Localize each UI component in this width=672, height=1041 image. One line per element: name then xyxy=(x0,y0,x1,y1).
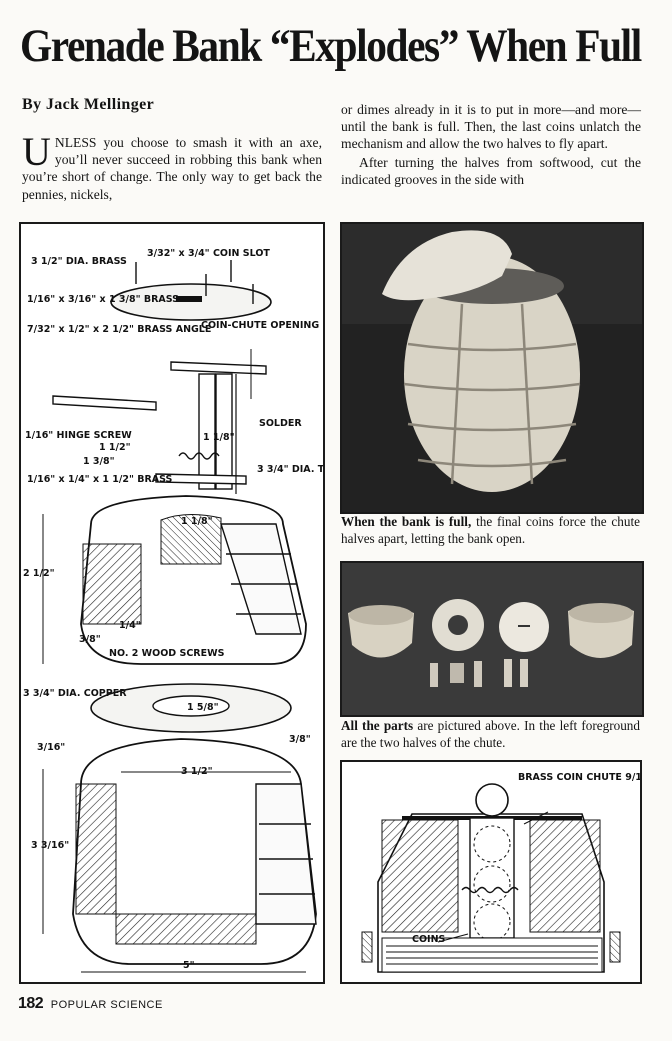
exploded-diagram: 3 1/2" DIA. BRASS 3/32" x 3/4" COIN SLOT… xyxy=(19,222,375,984)
caption2-lead: All the parts xyxy=(341,718,414,733)
label-wood-screws: NO. 2 WOOD SCREWS xyxy=(109,648,225,659)
label-dim-3-8-b: 3/8" xyxy=(289,734,311,745)
caption1-lead: When the bank is full, xyxy=(341,514,472,529)
label-dim-2-1-2: 2 1/2" xyxy=(23,568,55,579)
paragraph-instructions: After turning the halves from softwood, … xyxy=(341,154,641,187)
label-brass-coin-chute: BRASS COIN CHUTE 9/16" x 2 1/2" xyxy=(518,772,640,783)
photo-all-parts-image xyxy=(342,563,642,715)
label-dim-1-5-8: 1 5/8" xyxy=(187,702,219,713)
label-coin-slot: 3/32" x 3/4" COIN SLOT xyxy=(147,248,270,259)
page-number: 182 xyxy=(18,995,44,1012)
paragraph-intro: NLESS you choose to smash it with an axe… xyxy=(22,135,322,202)
photo-bank-full xyxy=(340,222,644,514)
label-dim-1-3-8: 1 3/8" xyxy=(83,456,115,467)
article-title: Grenade Bank “Explodes” When Full xyxy=(20,20,642,72)
label-brass-dia: 3 1/2" DIA. BRASS xyxy=(31,256,127,267)
label-solder: SOLDER xyxy=(259,418,302,429)
label-dim-5: 5" xyxy=(183,960,195,971)
label-dim-spring: 1 1/8" xyxy=(203,432,235,443)
caption2-text: are pictured above. In the left foregrou… xyxy=(341,718,640,750)
magazine-name: POPULAR SCIENCE xyxy=(50,999,163,1011)
label-dim-3-16: 3/16" xyxy=(37,742,65,753)
exploded-diagram-drawing: 3 1/2" DIA. BRASS 3/32" x 3/4" COIN SLOT… xyxy=(23,248,375,973)
label-dim-1-4: 1/4" xyxy=(119,620,141,631)
photo-all-parts xyxy=(340,561,644,717)
coin-chute xyxy=(198,373,216,490)
paragraph-intro-continued: or dimes already in it is to put in more… xyxy=(341,102,641,152)
label-dim-1-1-8: 1 1/8" xyxy=(181,516,213,527)
coin-slot xyxy=(176,296,202,302)
caption1-text: the final coins force the chute halves a… xyxy=(341,514,640,546)
text-column-right: or dimes already in it is to put in more… xyxy=(341,101,641,188)
label-dim-3-1-2: 3 1/2" xyxy=(181,766,213,777)
spring xyxy=(178,452,220,460)
label-dim-3-8: 3/8" xyxy=(79,634,101,645)
label-coins: COINS xyxy=(412,934,446,945)
label-copper-dia: 3 3/4" DIA. COPPER xyxy=(23,688,127,699)
drop-cap: U xyxy=(22,129,51,174)
label-brass-strip: 1/16" x 3/16" x 1 3/8" BRASS xyxy=(27,294,179,305)
coin-chute-section xyxy=(469,817,515,939)
label-coin-chute-opening: COIN-CHUTE OPENING 3/32" x 1" xyxy=(201,320,323,331)
caption-photo-bank-full: When the bank is full, the final coins f… xyxy=(341,514,640,547)
coin-top xyxy=(475,783,509,817)
photo-bank-full-image xyxy=(342,224,642,512)
label-hinge-screw: 1/16" HINGE SCREW xyxy=(25,430,132,441)
label-dim-1-1-2: 1 1/2" xyxy=(99,442,131,453)
label-brass-bar: 1/16" x 1/4" x 1 1/2" BRASS xyxy=(27,474,173,485)
label-dim-3-3-16: 3 3/16" xyxy=(31,840,69,851)
cross-section-diagram: BRASS COIN CHUTE 9/16" x 2 1/2" COINS xyxy=(340,760,672,984)
label-brass-angle: 7/32" x 1/2" x 2 1/2" BRASS ANGLE xyxy=(27,324,211,335)
page-footer: 182 POPULAR SCIENCE xyxy=(18,995,163,1013)
caption-photo-all-parts: All the parts are pictured above. In the… xyxy=(341,718,640,751)
label-top-dia: 3 3/4" DIA. TOP xyxy=(257,464,323,475)
cross-section-drawing: BRASS COIN CHUTE 9/16" x 2 1/2" COINS xyxy=(361,772,672,973)
byline: By Jack Mellinger xyxy=(22,96,155,113)
